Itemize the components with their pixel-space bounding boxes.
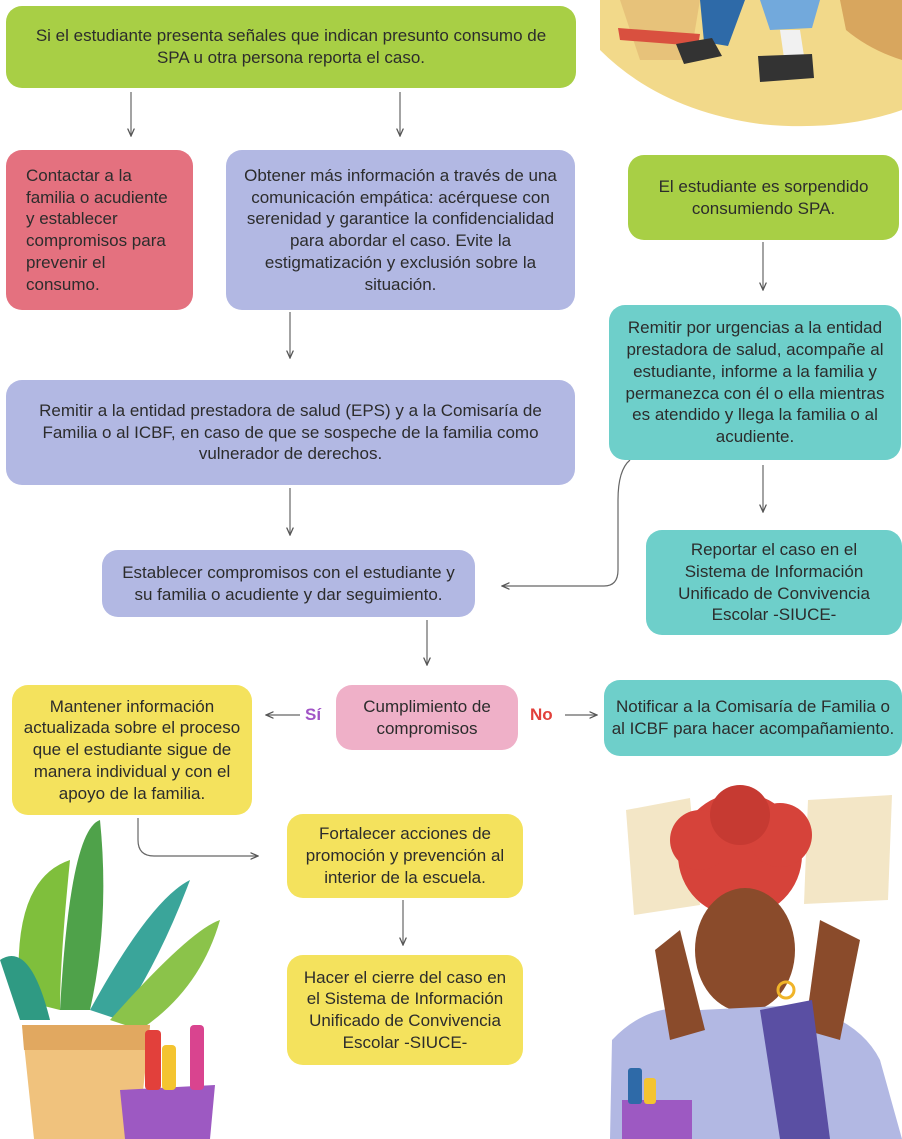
node-keep-info: Mantener información actualizada sobre e…	[12, 685, 252, 815]
label-no: No	[530, 705, 553, 724]
node-commitments: Establecer compromisos con el estudiante…	[102, 550, 475, 617]
node-notify: Notificar a la Comisaría de Familia o al…	[604, 680, 902, 756]
woman-holding-books-illustration	[610, 785, 902, 1139]
arrow-emergency-to-commitments	[502, 459, 631, 586]
node-strengthen: Fortalecer acciones de promoción y preve…	[287, 814, 523, 898]
node-compliance: Cumplimiento de compromisos	[336, 685, 518, 750]
plant-illustration	[0, 820, 220, 1139]
node-more-info: Obtener más información a través de una …	[226, 150, 575, 310]
node-emergency: Remitir por urgencias a la entidad prest…	[609, 305, 901, 460]
node-report-siuce: Reportar el caso en el Sistema de Inform…	[646, 530, 902, 635]
node-start: Si el estudiante presenta señales que in…	[6, 6, 576, 88]
label-yes: Sí	[305, 705, 322, 724]
node-close-case: Hacer el cierre del caso en el Sistema d…	[287, 955, 523, 1065]
node-caught: El estudiante es sorpendido consumiendo …	[628, 155, 899, 240]
arrow-keep-to-strengthen	[137, 818, 258, 856]
node-refer-eps: Remitir a la entidad prestadora de salud…	[6, 380, 575, 485]
node-contact-family: Contactar a la familia o acudiente y est…	[6, 150, 193, 310]
sitting-figure-illustration	[600, 0, 902, 127]
